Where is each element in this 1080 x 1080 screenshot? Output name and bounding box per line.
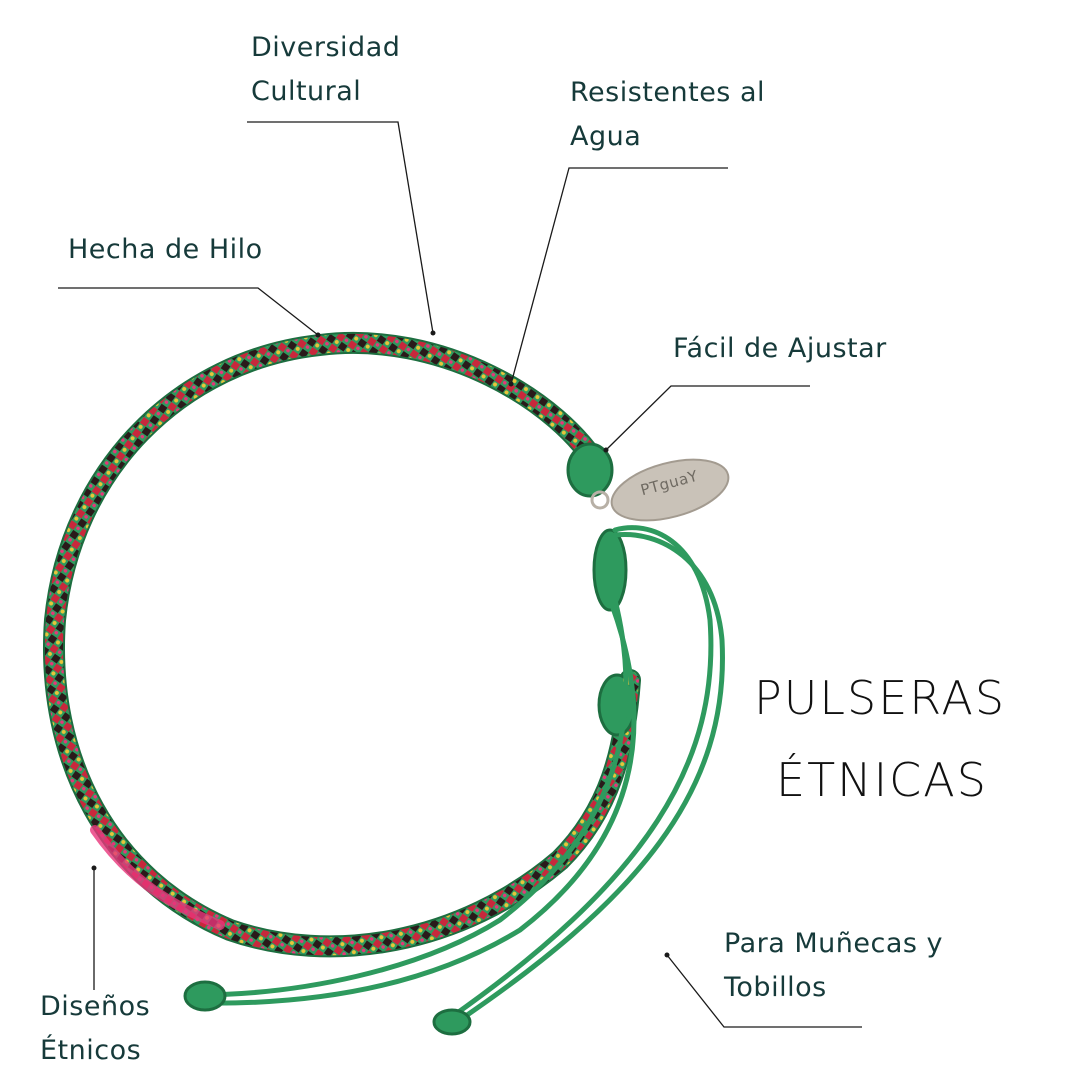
feature-line: Diversidad	[251, 32, 401, 63]
feature-hilo: Hecha de Hilo	[68, 228, 263, 272]
leader-munecas	[666, 954, 862, 1028]
knot-top	[566, 442, 614, 498]
brand-tag	[590, 458, 730, 522]
woven-band	[43, 331, 641, 958]
feature-line: Diseños	[40, 991, 151, 1022]
feature-munecas: Para Muñecas y Tobillos	[724, 922, 943, 1010]
page-title-line2: ÉTNICAS	[776, 753, 988, 807]
feature-ajustar: Fácil de Ajustar	[673, 327, 887, 371]
cord-end-knots	[183, 980, 472, 1036]
adjustable-cords	[192, 525, 725, 1033]
feature-resistentes: Resistentes al Agua	[570, 71, 765, 159]
feature-line: Resistentes al	[570, 77, 765, 108]
leader-diversidad	[247, 121, 434, 334]
feature-line: Agua	[570, 121, 642, 152]
page-title-line1: PULSERAS	[754, 671, 1007, 725]
leader-ajustar	[605, 385, 810, 451]
feature-disenos: Diseños Étnicos	[40, 985, 150, 1073]
feature-line: Tobillos	[724, 972, 827, 1003]
leader-lines	[58, 121, 862, 1028]
feature-line: Cultural	[251, 76, 362, 107]
knot-middle	[592, 528, 628, 612]
feature-line: Hecha de Hilo	[68, 234, 263, 265]
leader-resistentes	[510, 167, 728, 385]
feature-line: Étnicos	[40, 1035, 142, 1066]
leader-dots	[91, 330, 670, 958]
leader-hilo	[58, 287, 319, 336]
feature-line: Para Muñecas y	[724, 928, 943, 959]
feature-diversidad: Diversidad Cultural	[251, 26, 400, 114]
feature-line: Fácil de Ajustar	[673, 333, 887, 364]
